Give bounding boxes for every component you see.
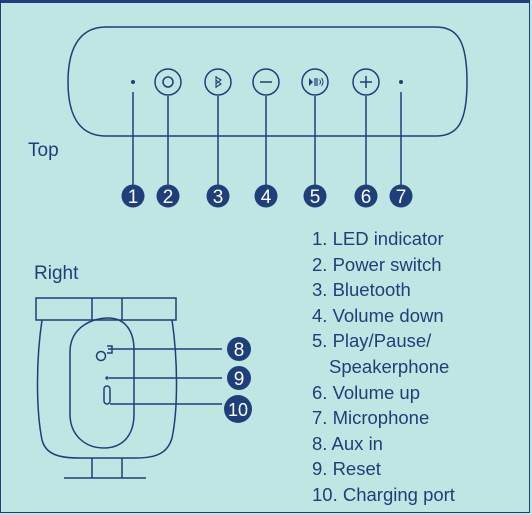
callout-1-number: 1 xyxy=(128,187,139,208)
callout-8 xyxy=(227,337,251,361)
callout-2-number: 2 xyxy=(163,187,174,208)
power-icon xyxy=(154,68,182,96)
legend-item: 3. Bluetooth xyxy=(312,279,411,301)
speaker-top-cap xyxy=(35,297,177,321)
legend-item: 1. LED indicator xyxy=(312,228,444,249)
callout-7-number: 7 xyxy=(396,187,407,208)
callout-3 xyxy=(206,184,230,208)
speaker-body-outline xyxy=(36,319,178,459)
legend-item: 5. Play/Pause/ xyxy=(312,330,432,352)
right-view-label: Right xyxy=(34,263,79,284)
aux-jack-icon xyxy=(95,345,113,362)
mic-dot-icon xyxy=(399,80,403,84)
legend-item: 10. Charging port xyxy=(312,483,455,505)
top-view-label: Top xyxy=(28,140,59,161)
right-view xyxy=(35,297,178,479)
callout-8-number: 8 xyxy=(234,340,245,361)
callout-6-number: 6 xyxy=(361,187,372,208)
led-dot-icon xyxy=(131,80,135,84)
legend-item: 2. Power switch xyxy=(312,253,442,275)
callout-4 xyxy=(254,184,278,208)
callout-10 xyxy=(224,395,252,423)
callout-6 xyxy=(354,184,378,208)
minus-icon xyxy=(252,68,280,96)
legend-item: 4. Volume down xyxy=(312,304,444,326)
callout-5 xyxy=(303,184,327,208)
legend-item: 6. Volume up xyxy=(312,381,420,403)
callout-4-number: 4 xyxy=(261,187,272,208)
callout-1 xyxy=(121,184,145,208)
bluetooth-icon xyxy=(204,68,232,96)
legend-item: 7. Microphone xyxy=(312,407,430,429)
callout-7 xyxy=(389,184,413,208)
callout-9 xyxy=(227,366,251,390)
speaker-top-outline xyxy=(67,26,468,137)
side-panel-outline xyxy=(69,317,135,449)
play-pause-icon xyxy=(301,68,329,96)
legend-list: 1. LED indicator 2. Power switch 3. Blue… xyxy=(312,226,455,508)
usb-c-port-icon xyxy=(103,385,111,405)
callout-2 xyxy=(156,184,180,208)
plus-icon xyxy=(352,68,380,96)
legend-item-continuation: Speakerphone xyxy=(329,355,450,377)
callout-9-number: 9 xyxy=(234,369,245,390)
callout-3-number: 3 xyxy=(213,187,224,208)
legend-item: 8. Aux in xyxy=(312,432,383,454)
callout-10-number: 10 xyxy=(228,400,248,420)
callout-5-number: 5 xyxy=(310,187,321,208)
top-view xyxy=(67,26,468,137)
legend-item: 9. Reset xyxy=(312,458,381,480)
reset-hole-icon xyxy=(105,376,109,380)
